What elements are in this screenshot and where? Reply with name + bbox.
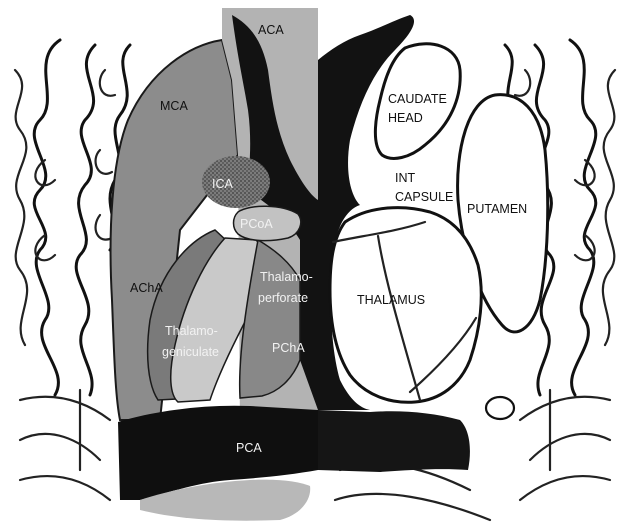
label-pcoa: PCoA bbox=[240, 217, 273, 231]
label-ica: ICA bbox=[212, 177, 234, 191]
label-caudate-head-1: CAUDATE bbox=[388, 92, 447, 106]
label-thalamus: THALAMUS bbox=[357, 293, 425, 307]
right-nucleus bbox=[486, 397, 514, 419]
label-int-capsule-2: CAPSULE bbox=[395, 190, 453, 204]
label-thalamogeniculate-2: geniculate bbox=[162, 345, 219, 359]
label-caudate-head-2: HEAD bbox=[388, 111, 423, 125]
label-mca: MCA bbox=[160, 99, 188, 113]
label-pca: PCA bbox=[236, 441, 262, 455]
pca-right-band bbox=[318, 410, 470, 472]
label-int-capsule-1: INT bbox=[395, 171, 416, 185]
label-acha: AChA bbox=[130, 281, 163, 295]
label-aca: ACA bbox=[258, 23, 284, 37]
label-putamen: PUTAMEN bbox=[467, 202, 527, 216]
label-thalamogeniculate-1: Thalamo- bbox=[165, 324, 218, 338]
label-thalamoperforate-1: Thalamo- bbox=[260, 270, 313, 284]
label-pcha: PChA bbox=[272, 341, 305, 355]
label-thalamoperforate-2: perforate bbox=[258, 291, 308, 305]
